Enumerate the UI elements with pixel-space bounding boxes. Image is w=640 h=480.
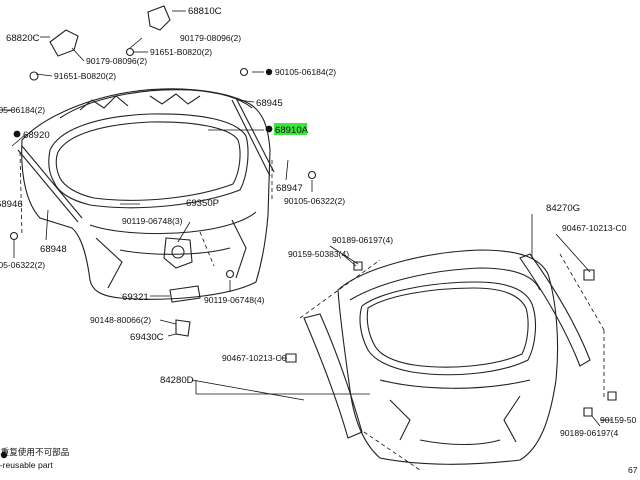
- label-68820C: 68820C: [6, 33, 40, 44]
- label-84280D: 84280D: [160, 375, 194, 386]
- part-labels: 68810C 68820C 90179-08096(2) 91651-B0820…: [0, 6, 637, 438]
- label-68947: 68947: [276, 183, 303, 194]
- leader-lines: [0, 10, 612, 427]
- label-69430C: 69430C: [130, 332, 164, 343]
- label-91651-top: 91651-B0820(2): [150, 47, 212, 57]
- label-90105-06184-right: 90105-06184(2): [275, 67, 336, 77]
- page-reference: 67: [628, 465, 638, 475]
- non-reusable-marker: [265, 125, 273, 133]
- non-reusable-marker: [265, 68, 273, 76]
- label-84270G: 84270G: [546, 203, 580, 214]
- label-90189-bottom: 90189-06197(4: [560, 428, 619, 438]
- label-68920: 68920: [23, 130, 50, 141]
- label-68810C: 68810C: [188, 6, 222, 17]
- label-68948: 68948: [40, 244, 67, 255]
- non-reusable-marker: [13, 130, 21, 138]
- upper-back-door: [9, 5, 317, 337]
- label-90179-top: 90179-08096(2): [180, 33, 241, 43]
- label-90119-06748-4: 90119-06748(4): [204, 295, 265, 305]
- label-90105-06322-left: 90105-06322(2): [0, 260, 45, 270]
- highlight-68910A: [274, 123, 307, 135]
- legend: 非重复使用不可部品 Non-reusable part 67: [0, 446, 638, 475]
- label-68910A: 68910A: [275, 125, 309, 136]
- label-90467-middle: 90467-10213-C0: [222, 353, 287, 363]
- lower-back-door: [285, 249, 617, 471]
- label-90467-right: 90467-10213-C0: [562, 223, 627, 233]
- label-90105-06184-left: 90105-06184(2): [0, 105, 45, 115]
- label-90159-left: 90159-50383(4): [288, 249, 349, 259]
- label-68946: 68946: [0, 199, 23, 210]
- label-91651-left: 91651-B0820(2): [54, 71, 116, 81]
- label-90159-right: 90159-50: [600, 415, 637, 425]
- label-90189-top: 90189-06197(4): [332, 235, 393, 245]
- label-69350P: 69350P: [186, 198, 219, 209]
- label-90119-06748-3: 90119-06748(3): [122, 216, 183, 226]
- label-68945: 68945: [256, 98, 283, 109]
- note-english: Non-reusable part: [0, 460, 53, 470]
- non-reusable-marker: [0, 451, 8, 459]
- label-90148: 90148-80066(2): [90, 315, 151, 325]
- label-90105-06322-right: 90105-06322(2): [284, 196, 345, 206]
- note-chinese: 非重复使用不可部品: [0, 446, 69, 457]
- label-69321: 69321: [122, 292, 149, 303]
- label-90179-left: 90179-08096(2): [86, 56, 147, 66]
